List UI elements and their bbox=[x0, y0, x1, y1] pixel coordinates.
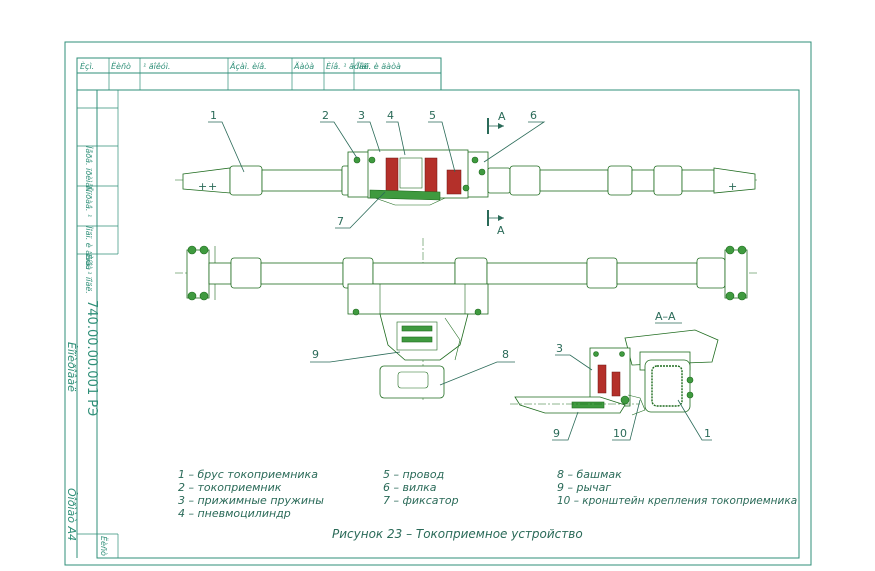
callout-2: 2 bbox=[322, 109, 329, 122]
stamp-cell-perv: Ïåðâ. ïðèìåí. bbox=[84, 146, 94, 192]
svg-text:+: + bbox=[208, 180, 217, 193]
copied-by-label: Êîïèðîâàë bbox=[65, 342, 78, 392]
callout-5: 5 bbox=[429, 109, 436, 122]
figure-caption: Рисунок 23 – Токоприемное устройство bbox=[332, 527, 583, 541]
callout-3-side: 3 bbox=[556, 342, 563, 355]
stamp-cell-doc: ¹ äîêóì. bbox=[143, 61, 170, 71]
stamp-cell-sprav: Ñïðàâ. ¹ bbox=[84, 186, 94, 217]
top-stamp: Èçì. Ëèñò ¹ äîêóì. Âçàì. èíâ. Äàòà Èíâ. … bbox=[76, 57, 442, 91]
spring-left bbox=[385, 157, 399, 193]
stamp-cell-list: Ëèñò bbox=[111, 61, 131, 71]
beam-left-collar bbox=[229, 165, 263, 196]
legend-item-5: 5 – провод bbox=[383, 468, 444, 481]
svg-text:+: + bbox=[198, 180, 207, 193]
spring-right bbox=[424, 157, 438, 193]
stamp-cell-podp-data: Ïîäï. è äàòà bbox=[357, 61, 401, 71]
callout-10: 10 bbox=[613, 427, 627, 440]
callout-3-top: 3 bbox=[358, 109, 365, 122]
fixator bbox=[369, 189, 441, 201]
front-view-assembly bbox=[175, 238, 758, 400]
outer-frame bbox=[64, 41, 812, 566]
stamp-cell-podp2: Ïîäï. è äàòà bbox=[84, 226, 94, 270]
bracket-plate bbox=[347, 283, 489, 315]
legend-item-9: 9 – рычаг bbox=[557, 481, 611, 494]
svg-text:+: + bbox=[728, 180, 737, 193]
stamp-cell-data: Äàòà bbox=[293, 61, 314, 71]
document-code: 740.00.00.001 РЭ bbox=[84, 300, 99, 416]
legend-item-1: 1 – брус токоприемника bbox=[178, 468, 318, 481]
beam-left-tube bbox=[261, 169, 343, 192]
section-aa-title: A–A bbox=[655, 310, 676, 323]
stamp-cell-inv: Èíâ. ¹ ïîäë. bbox=[84, 254, 95, 294]
bracket-section bbox=[644, 359, 691, 413]
callout-1-side: 1 bbox=[704, 427, 711, 440]
legend-item-4: 4 – пневмоцилиндр bbox=[178, 507, 291, 520]
stamp-cell-podp: Âçàì. èíâ. bbox=[229, 60, 267, 71]
legend-item-10: 10 – кронштейн крепления токоприемника bbox=[557, 495, 797, 507]
callouts: 1 2 3 4 5 6 7 9 8 3 9 10 1 bbox=[208, 109, 712, 441]
callout-1-top: 1 bbox=[210, 109, 217, 122]
legend-item-7: 7 – фиксатор bbox=[383, 494, 459, 507]
callout-4: 4 bbox=[387, 109, 394, 122]
callout-9-side: 9 bbox=[553, 427, 560, 440]
callout-7: 7 bbox=[337, 215, 344, 228]
legend-item-2: 2 – токоприемник bbox=[178, 481, 282, 494]
callout-9-mid: 9 bbox=[312, 348, 319, 361]
beam-right-end bbox=[713, 167, 756, 194]
section-aa-view: A–A bbox=[510, 310, 719, 416]
legend: 1 – брус токоприемника 2 – токоприемник … bbox=[178, 468, 797, 520]
legend-item-8: 8 – башмак bbox=[557, 468, 622, 481]
stamp-cell-dubl: Èíâ. ¹ äóáë. bbox=[326, 60, 371, 71]
legend-item-6: 6 – вилка bbox=[383, 481, 437, 494]
section-a-marks: A A bbox=[487, 110, 506, 237]
section-a-top-label: A bbox=[498, 110, 506, 123]
format-label: Ôîðìàò A4 bbox=[65, 488, 78, 541]
left-stamp: Ïåðâ. ïðèìåí. Ñïðàâ. ¹ Ïîäï. è äàòà Èíâ.… bbox=[65, 58, 119, 558]
callout-6: 6 bbox=[530, 109, 537, 122]
shoe bbox=[379, 365, 445, 399]
callout-8: 8 bbox=[502, 348, 509, 361]
legend-item-3: 3 – прижимные пружины bbox=[178, 494, 324, 507]
stamp-cell-izm: Èçì. bbox=[80, 60, 94, 71]
top-view-assembly: + + + bbox=[175, 149, 758, 206]
section-a-bottom-label: A bbox=[497, 224, 505, 237]
sheet-label: Ëèñò bbox=[99, 536, 109, 556]
